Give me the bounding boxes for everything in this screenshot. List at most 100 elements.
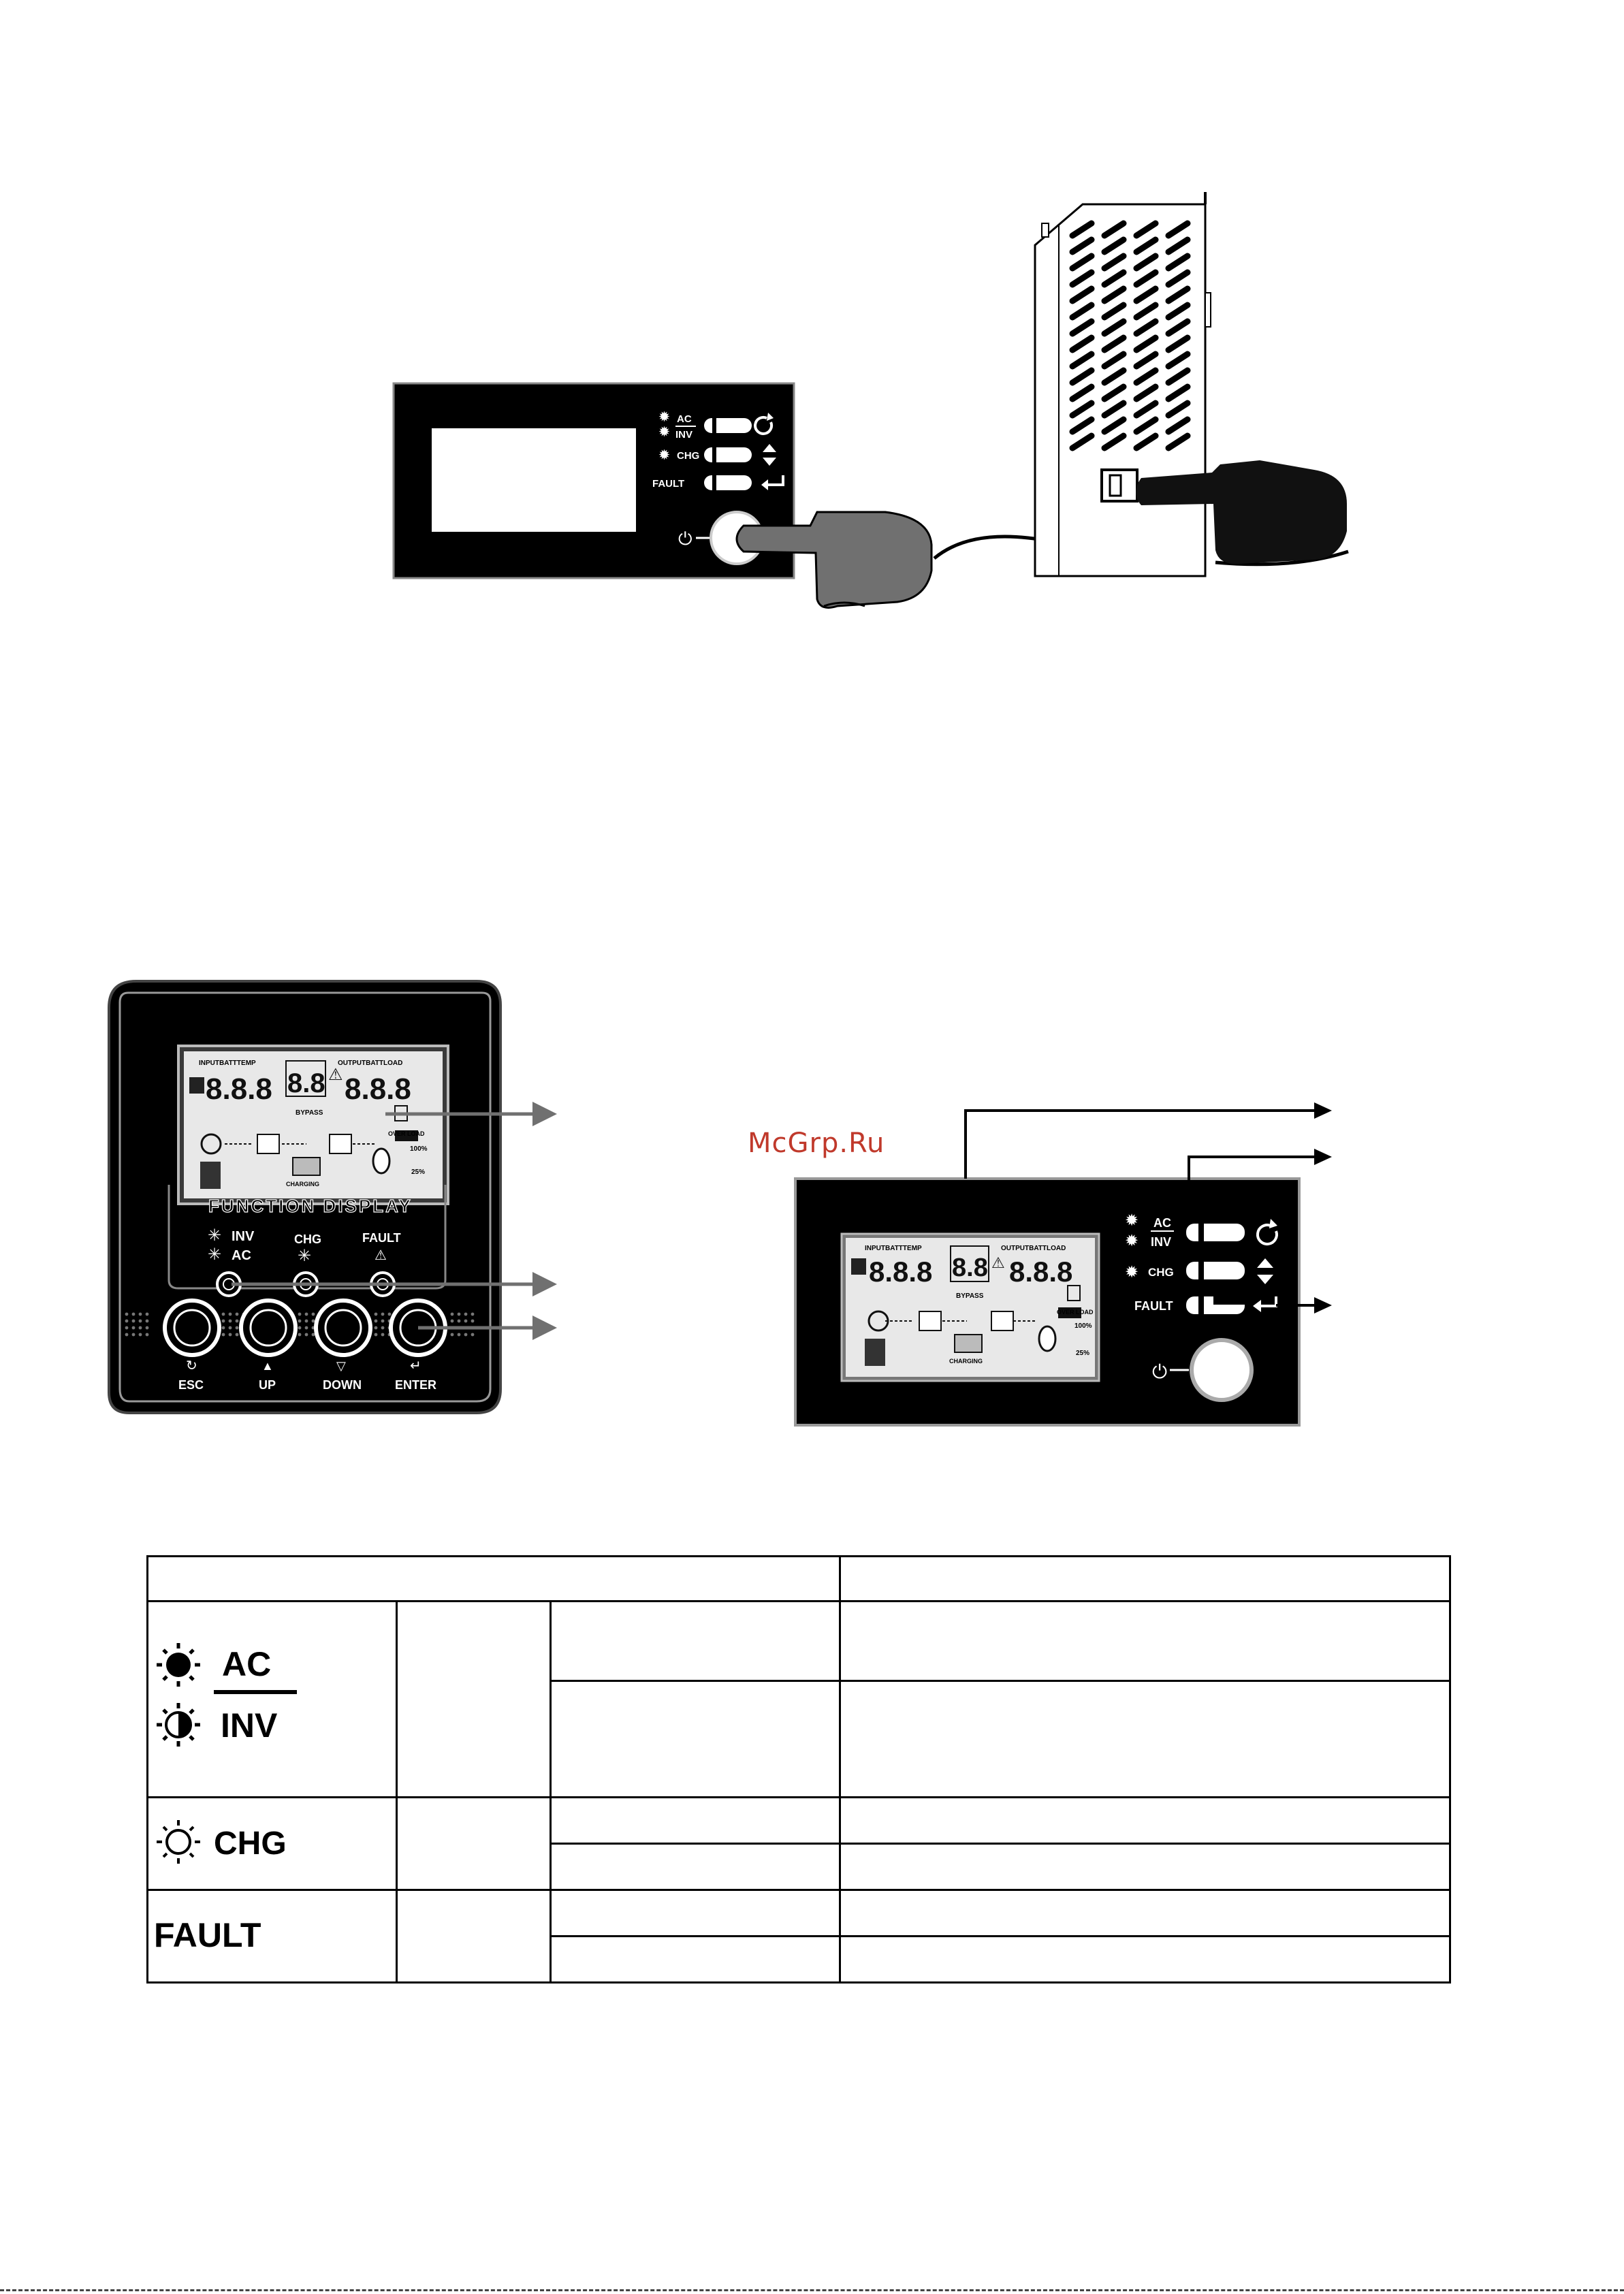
lcd-left-digits: 8.8.8 (869, 1256, 932, 1288)
ac-source-icon (867, 1310, 889, 1332)
up-button[interactable] (241, 1301, 296, 1355)
inverter-front-panel: ✹ ✹ AC INV ✹ CHG FAULT ⏻ (392, 382, 795, 579)
chg-led-sun-icon: ✹ (1125, 1263, 1139, 1281)
led-ac-label: AC (677, 413, 692, 425)
fault-led-label: FAULT (362, 1231, 401, 1245)
ac-source-icon (200, 1133, 222, 1155)
lcd-overload: OVER LOAD (388, 1130, 425, 1137)
chg-led-label: CHG (1148, 1266, 1174, 1279)
enter-icon: ↵ (410, 1358, 421, 1373)
led-inv-label: INV (675, 429, 692, 441)
chg-icon-label: CHG (214, 1826, 287, 1862)
table-row (148, 1680, 1451, 1798)
ac-inv-color-cell (396, 1600, 552, 1798)
lcd-input-label: INPUTBATTTEMP (865, 1245, 922, 1252)
converter-icon (991, 1311, 1014, 1331)
fault-led-label: FAULT (1134, 1299, 1173, 1313)
inv-icon-label: INV (221, 1706, 278, 1745)
power-icon: ⏻ (678, 528, 692, 549)
led-chg (1186, 1262, 1245, 1279)
ac-inv-led-icon: AC INV (157, 1643, 297, 1747)
lcd-center-digits: 8.8 (287, 1068, 325, 1098)
lcd-pct-25: 25% (1076, 1350, 1089, 1357)
lcd-pct-100: 100% (1074, 1322, 1092, 1330)
speaker-dots (125, 1312, 475, 1337)
led-fault-indicator: FAULT (652, 475, 784, 490)
ac-inv-icon-cell: AC INV (146, 1600, 398, 1798)
chg-message-cell-1 (839, 1796, 1451, 1845)
esc-label: ESC (178, 1378, 204, 1392)
lcd-output-label: OUTPUTBATTLOAD (338, 1060, 402, 1067)
inverter-icon (919, 1311, 942, 1331)
table-row (148, 1935, 1451, 1984)
inverter-side-unit (1034, 192, 1211, 577)
power-button[interactable] (1190, 1338, 1254, 1402)
esc-refresh-icon (1256, 1224, 1278, 1246)
svg-text:✹: ✹ (658, 425, 670, 439)
solid-sun-icon (157, 1643, 200, 1687)
enter-label: ENTER (395, 1378, 436, 1392)
warning-icon: ⚠ (328, 1066, 343, 1084)
control-panel-left-figure: INPUTBATTTEMP OUTPUTBATTLOAD 8.8.8 8.8 ⚠… (108, 980, 557, 1414)
battery-icon (292, 1157, 321, 1176)
lcd-display: INPUTBATTTEMP OUTPUTBATTLOAD 8.8.8 8.8 ⚠… (177, 1045, 449, 1205)
inv-led-sun-icon: ✳ (208, 1226, 221, 1245)
inv-led-label: INV (232, 1229, 255, 1244)
ac-inv-state-cell-2 (550, 1680, 841, 1798)
table-row (148, 1843, 1451, 1891)
lcd-output-label: OUTPUTBATTLOAD (1001, 1245, 1066, 1252)
up-label: UP (259, 1378, 276, 1392)
watermark-text: McGrp.Ru (748, 1128, 885, 1159)
inv-led-label: INV (1151, 1235, 1171, 1249)
callout-arrows (232, 1102, 557, 1340)
inv-led-sun-icon: ✹ (1125, 1232, 1139, 1250)
lcd-pct-100: 100% (410, 1145, 428, 1153)
led-ac-inv (1186, 1224, 1245, 1241)
lcd-right-digits: 8.8.8 (345, 1072, 411, 1106)
mute-icon (1067, 1285, 1081, 1301)
table-header-row (146, 1555, 1451, 1602)
svg-text:✹: ✹ (658, 410, 670, 424)
down-label: DOWN (323, 1378, 362, 1392)
up-icon: ▲ (261, 1359, 274, 1373)
fault-led-icon: FAULT (154, 1916, 261, 1954)
table-header-cell-right (839, 1555, 1451, 1602)
half-sun-icon (157, 1703, 200, 1747)
lcd-charging: CHARGING (286, 1181, 319, 1188)
power-on-illustration: ✹ ✹ AC INV ✹ CHG FAULT ⏻ (392, 192, 1349, 609)
down-button[interactable] (316, 1301, 370, 1355)
fault-state-cell-1 (550, 1889, 841, 1937)
outline-sun-icon (157, 1820, 200, 1864)
fault-warning-icon: ⚠ (375, 1248, 387, 1263)
hand-pressing-power-icon (735, 511, 933, 609)
warning-icon: ⚠ (991, 1254, 1005, 1271)
fault-state-cell-2 (550, 1935, 841, 1984)
lcd-bypass: BYPASS (956, 1292, 984, 1300)
page-bottom-rule (0, 2289, 1624, 2291)
ac-inv-message-cell-1 (839, 1599, 1451, 1683)
chg-message-cell-2 (839, 1843, 1451, 1891)
ac-led-sun-icon: ✳ (208, 1245, 221, 1264)
chg-led-label: CHG (294, 1232, 321, 1246)
led-chg-indicator: ✹ CHG (658, 444, 776, 466)
led-chg-label: CHG (677, 450, 699, 462)
led-fault (1186, 1296, 1245, 1314)
esc-button[interactable] (165, 1301, 219, 1355)
function-display-label: FUNCTION DISPLAY (208, 1196, 413, 1216)
ac-icon-label: AC (222, 1645, 271, 1683)
esc-icon: ↻ (186, 1358, 197, 1373)
lcd-input-label: INPUTBATTTEMP (199, 1060, 256, 1067)
lcd-screen-blank (432, 428, 636, 532)
led-fault-label: FAULT (652, 478, 684, 490)
ac-inv-message-cell-2 (839, 1680, 1451, 1798)
led-indicator-table: AC INV (146, 1555, 1451, 1984)
table-row: FAULT (146, 1889, 1451, 1984)
lcd-display-right: INPUTBATTTEMP OUTPUTBATTLOAD 8.8.8 8.8 ⚠… (840, 1232, 1100, 1382)
lcd-charging: CHARGING (949, 1358, 983, 1365)
bulb-icon (1038, 1325, 1057, 1352)
lcd-overload: OVER LOAD (1057, 1309, 1094, 1316)
table-row: AC INV (146, 1599, 1451, 1798)
fault-icon-cell: FAULT (146, 1889, 398, 1984)
ac-inv-state-cell-1 (550, 1599, 841, 1683)
power-icon: ⏻ (1152, 1361, 1167, 1382)
